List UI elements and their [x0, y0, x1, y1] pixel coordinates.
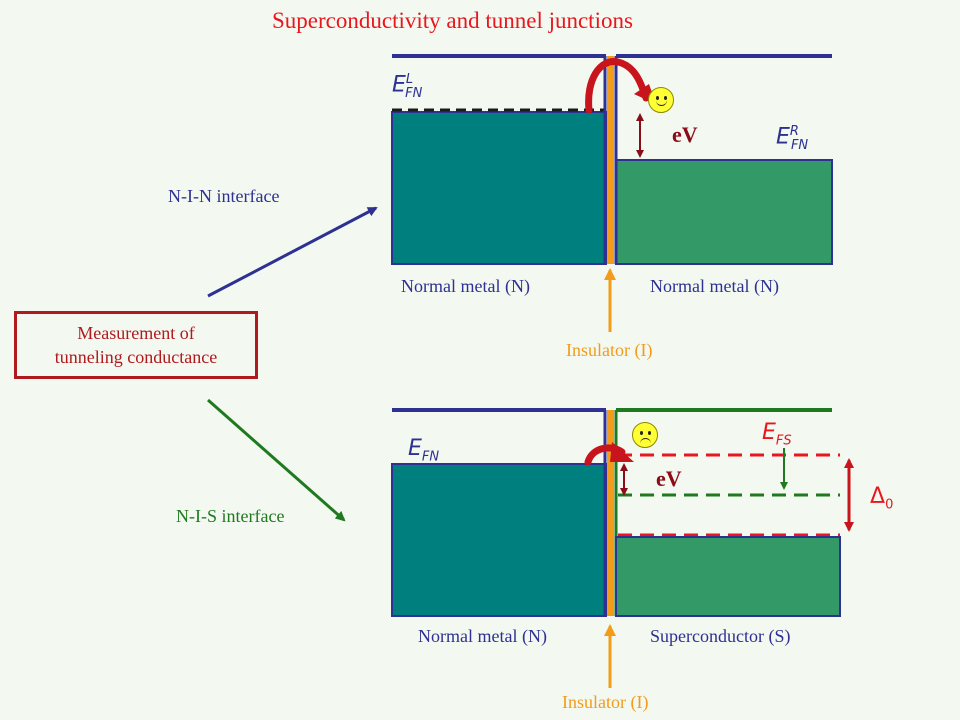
nis-junction [391, 408, 854, 688]
nis-super-fermi-base: E [762, 420, 776, 445]
nin-right-fermi-symbol: ERFN [776, 124, 808, 153]
nis-insulator-label: Insulator (I) [562, 692, 649, 712]
nin-junction [391, 54, 833, 332]
nin-right-fermi-base: E [776, 124, 790, 150]
nis-gap-sub: 0 [885, 497, 894, 513]
nin-tunneling-arrow [585, 58, 650, 114]
nin-left-fermi-sup: L [405, 72, 414, 87]
nin-interface-label: N-I-N interface [168, 186, 280, 206]
nis-insulator-barrier [607, 410, 614, 616]
nis-ev-label: eV [656, 466, 682, 491]
nin-left-metal-block [391, 111, 607, 265]
nin-insulator-label: Insulator (I) [566, 340, 653, 360]
measurement-line-1: Measurement of [77, 323, 195, 343]
nis-left-fermi-symbol: EFN [408, 436, 439, 464]
nin-left-metal-label: Normal metal (N) [401, 276, 530, 296]
nin-ev-label: eV [672, 122, 698, 147]
nin-right-fermi-sub: FN [790, 137, 809, 153]
nis-super-fermi-sub: FS [775, 433, 792, 449]
nin-insulator-barrier [607, 56, 614, 264]
nis-superconductor-block [615, 536, 841, 617]
nin-right-metal-block [615, 159, 833, 265]
nis-left-fermi-sub: FN [421, 449, 440, 465]
measurement-line-2: tunneling conductance [54, 347, 218, 367]
nis-left-metal-block [391, 463, 607, 617]
smiley-icon [648, 87, 674, 113]
nin-left-fermi-symbol: ELFN [392, 72, 422, 101]
nin-left-fermi-base: E [392, 72, 406, 98]
sad-face-icon [632, 422, 658, 448]
nin-right-fermi-sup: R [789, 124, 799, 139]
page-title: Superconductivity and tunnel junctions [272, 8, 633, 33]
nis-pointer-arrow [207, 398, 346, 522]
nis-left-fermi-base: E [408, 436, 422, 461]
nis-interface-label: N-I-S interface [176, 506, 285, 526]
nis-gap-base: Δ [870, 484, 886, 509]
nin-right-metal-label: Normal metal (N) [650, 276, 779, 296]
nin-left-fermi-sub: FN [405, 85, 423, 101]
nin-pointer-arrow [207, 206, 378, 298]
nis-super-fermi-symbol: EFS [762, 420, 792, 448]
nis-superconductor-label: Superconductor (S) [650, 626, 791, 646]
nis-tunneling-arrowhead [610, 442, 634, 462]
nis-gap-symbol: Δ0 [870, 484, 893, 512]
measurement-box: Measurement of tunneling conductance [14, 311, 258, 379]
nis-left-metal-label: Normal metal (N) [418, 626, 547, 646]
